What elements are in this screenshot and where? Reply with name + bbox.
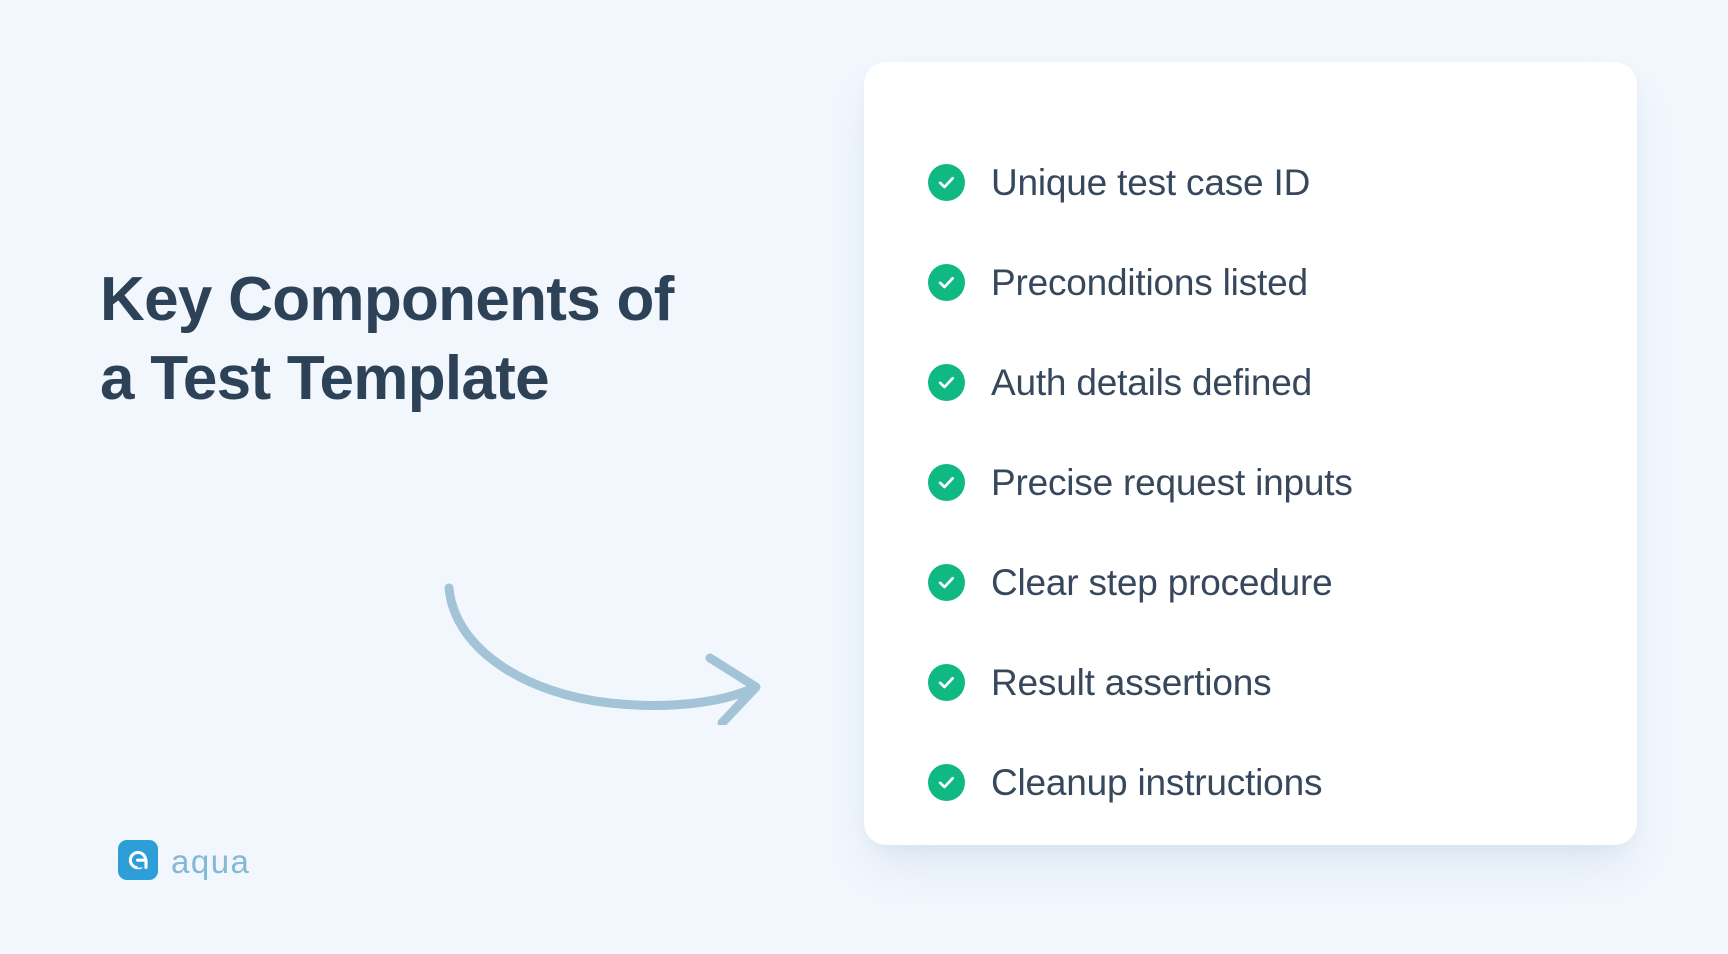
list-item-label: Cleanup instructions xyxy=(991,761,1323,803)
list-item: Unique test case ID xyxy=(928,132,1637,232)
list-item-label: Clear step procedure xyxy=(991,561,1333,603)
check-circle-icon xyxy=(928,263,965,301)
check-circle-icon xyxy=(928,363,965,401)
list-item-label: Auth details defined xyxy=(991,361,1313,403)
page-title: Key Components of a Test Template xyxy=(100,264,674,413)
list-item: Auth details defined xyxy=(928,332,1637,432)
checklist-card: Unique test case ID Preconditions listed… xyxy=(864,62,1637,845)
checklist: Unique test case ID Preconditions listed… xyxy=(928,132,1637,832)
check-circle-icon xyxy=(928,763,965,801)
brand-wordmark: aqua xyxy=(171,842,251,880)
list-item-label: Unique test case ID xyxy=(991,161,1311,203)
check-circle-icon xyxy=(928,563,965,601)
list-item-label: Precise request inputs xyxy=(991,461,1353,503)
list-item-label: Preconditions listed xyxy=(991,261,1308,303)
list-item: Cleanup instructions xyxy=(928,732,1637,832)
list-item-label: Result assertions xyxy=(991,661,1272,703)
list-item: Precise request inputs xyxy=(928,432,1637,532)
check-circle-icon xyxy=(928,463,965,501)
check-circle-icon xyxy=(928,663,965,701)
aqua-logo-mark-icon xyxy=(118,840,158,880)
list-item: Preconditions listed xyxy=(928,232,1637,332)
left-panel: Key Components of a Test Template aqua xyxy=(0,0,860,954)
check-circle-icon xyxy=(928,163,965,201)
list-item: Clear step procedure xyxy=(928,532,1637,632)
brand-logo[interactable]: aqua xyxy=(118,840,250,880)
list-item: Result assertions xyxy=(928,632,1637,732)
curved-arrow-right-icon xyxy=(420,555,790,728)
